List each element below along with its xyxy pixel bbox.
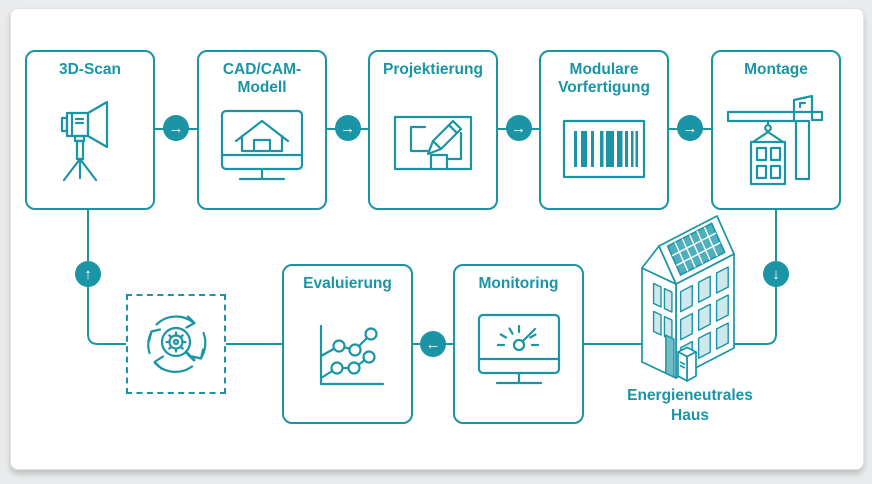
node-monitoring-title: Monitoring — [478, 275, 559, 292]
node-monitoring: Monitoring — [453, 264, 584, 424]
arrow-left-monitoring-evaluierung: ← — [420, 331, 446, 357]
node-montage: Montage — [711, 50, 841, 210]
node-cad-cam: CAD/CAM- Modell — [197, 50, 327, 210]
node-montage-title: Montage — [744, 61, 808, 78]
house-label: Energieneutrales Haus — [627, 387, 753, 425]
node-projektierung: Projektierung — [368, 50, 498, 210]
node-evaluierung: Evaluierung — [282, 264, 413, 424]
node-3d-scan-title: 3D-Scan — [58, 61, 122, 78]
energy-neutral-house-icon — [614, 212, 764, 398]
node-cad-cam-title: CAD/CAM- Modell — [222, 61, 302, 96]
arrow-right-scan-cad: → — [163, 115, 189, 141]
scanner-tripod-icon — [52, 79, 128, 208]
arrow-right-projektierung-vorf: → — [505, 115, 532, 141]
cycle-gear-search-icon — [137, 305, 215, 383]
arrow-right-cad-projektierung: → — [334, 115, 361, 141]
arrow-right-vorf-montage: → — [677, 115, 703, 141]
barcode-icon — [556, 97, 652, 208]
floorplan-pencil-icon — [385, 79, 481, 208]
node-modulare-vorfertigung: Modulare Vorfertigung — [539, 50, 669, 210]
node-3d-scan: 3D-Scan — [25, 50, 155, 210]
monitor-house-icon — [212, 97, 312, 208]
crane-icon — [726, 79, 826, 208]
arrow-down-montage-house: ↓ — [763, 261, 789, 287]
node-projektierung-title: Projektierung — [383, 61, 483, 78]
gauge-monitor-icon — [469, 293, 569, 422]
arrow-up-loop-scan: ↑ — [75, 261, 101, 287]
node-modulare-vorfertigung-title: Modulare Vorfertigung — [558, 61, 650, 96]
node-evaluierung-title: Evaluierung — [303, 275, 392, 292]
line-chart-icon — [307, 293, 389, 422]
optimization-loop-box — [126, 294, 226, 394]
